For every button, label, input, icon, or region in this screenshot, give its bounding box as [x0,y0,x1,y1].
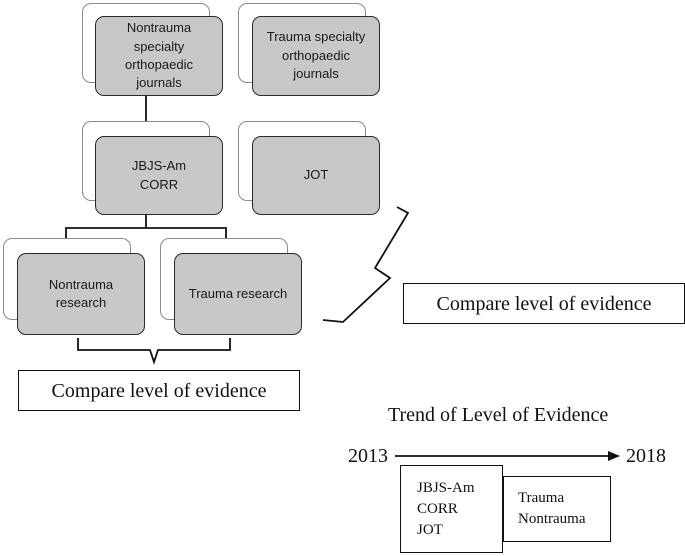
compare-left-box: Compare level of evidence [18,370,300,411]
trend-end-year: 2018 [626,445,666,467]
node-trauma-journals: Trauma specialty orthopaedic journals [252,16,380,96]
node-jbjs-corr: JBJS-Am CORR [95,136,223,215]
node-trauma-research: Trauma research [174,253,302,335]
right-brace [322,206,410,323]
trend-start-year: 2013 [348,445,388,467]
node-nontrauma-journals: Nontrauma specialty orthopaedic journals [95,16,223,96]
trend-early-box: JBJS-Am CORR JOT [400,465,503,553]
split-bracket [65,227,227,240]
node-nontrauma-research: Nontrauma research [17,253,145,335]
trend-late-box: Trauma Nontrauma [503,476,611,542]
trend-title: Trend of Level of Evidence [388,404,609,426]
timeline-arrow [395,451,620,461]
bottom-brace [77,338,231,365]
compare-right-box: Compare level of evidence [403,283,685,324]
node-jot: JOT [252,136,380,215]
